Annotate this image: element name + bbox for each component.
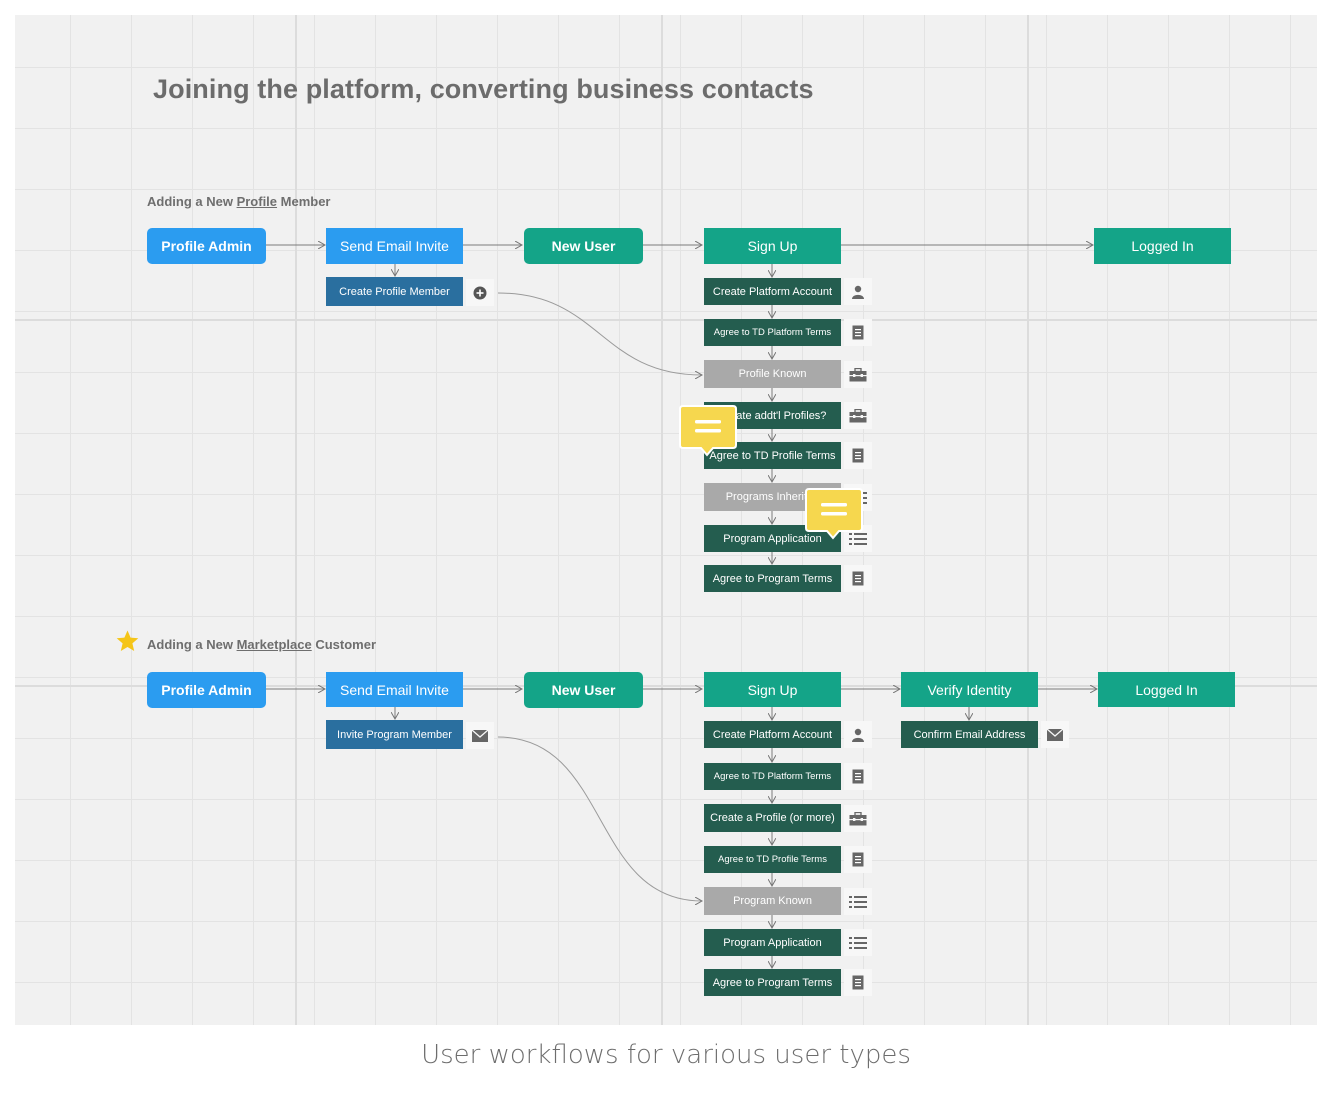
flow2-sign-up[interactable]: Sign Up [704,672,841,707]
comment-icon[interactable] [805,488,863,540]
flow2-new-user[interactable]: New User [524,672,643,708]
briefcase-icon [844,402,872,429]
star-icon [116,630,139,657]
figure-caption: User workflows for various user types [421,1040,911,1070]
grid-line [15,319,1317,321]
flow2-heading-underlined: Marketplace [236,637,312,652]
flow2-step-program-known[interactable]: Program Known [704,887,841,915]
flow1-step-profile-known[interactable]: Profile Known [704,360,841,388]
flow1-logged-in[interactable]: Logged In [1094,228,1231,264]
document-icon [844,565,872,592]
grid-line [661,15,663,1025]
whiteboard-canvas[interactable] [15,15,1317,1025]
document-icon [844,846,872,873]
flow2-step-create-profile[interactable]: Create a Profile (or more) [704,804,841,832]
flow2-send-email-invite[interactable]: Send Email Invite [326,672,463,707]
flow2-profile-admin[interactable]: Profile Admin [147,672,266,708]
flow1-send-email-invite[interactable]: Send Email Invite [326,228,463,264]
grid-line [15,685,1317,687]
flow1-profile-admin[interactable]: Profile Admin [147,228,266,264]
flow1-create-profile-member[interactable]: Create Profile Member [326,277,463,306]
flow2-step-agree-program-terms[interactable]: Agree to Program Terms [704,969,841,996]
plus-circle-icon [466,279,494,306]
envelope-icon [1041,721,1069,748]
flow2-step-create-platform-account[interactable]: Create Platform Account [704,721,841,748]
grid-line [295,15,297,1025]
user-icon [844,278,872,305]
flow1-step-agree-platform-terms[interactable]: Agree to TD Platform Terms [704,319,841,346]
flow2-logged-in[interactable]: Logged In [1098,672,1235,707]
flow1-step-create-platform-account[interactable]: Create Platform Account [704,278,841,305]
flow1-step-program-application[interactable]: Program Application [704,525,841,552]
briefcase-icon [844,805,872,832]
flow2-step-program-application[interactable]: Program Application [704,929,841,956]
grid-line [1027,15,1029,1025]
flow2-heading-suffix: Customer [311,637,377,652]
flow2-invite-program-member[interactable]: Invite Program Member [326,720,463,749]
flow1-step-agree-program-terms[interactable]: Agree to Program Terms [704,565,841,592]
board-title: Joining the platform, converting busines… [153,74,814,104]
flow2-heading-prefix: Adding a New [147,637,237,652]
flow2-step-agree-platform-terms[interactable]: Agree to TD Platform Terms [704,763,841,790]
document-icon [844,319,872,346]
flow1-heading-underlined: Profile [236,194,278,209]
envelope-icon [466,722,494,749]
flow1-sign-up[interactable]: Sign Up [704,228,841,264]
document-icon [844,763,872,790]
flow1-heading-suffix: Member [277,194,331,209]
flow1-heading: Adding a New Profile Member [147,194,331,209]
list-icon [844,888,872,915]
flow1-new-user[interactable]: New User [524,228,643,264]
briefcase-icon [844,361,872,388]
document-icon [844,442,872,469]
user-icon [844,721,872,748]
flow1-heading-prefix: Adding a New [147,194,237,209]
flow2-heading: Adding a New Marketplace Customer [147,637,376,652]
document-icon [844,969,872,996]
flow2-confirm-email-address[interactable]: Confirm Email Address [901,721,1038,748]
comment-icon[interactable] [679,405,737,457]
flow2-verify-identity[interactable]: Verify Identity [901,672,1038,707]
flow2-step-agree-profile-terms[interactable]: Agree to TD Profile Terms [704,846,841,873]
list-icon [844,929,872,956]
